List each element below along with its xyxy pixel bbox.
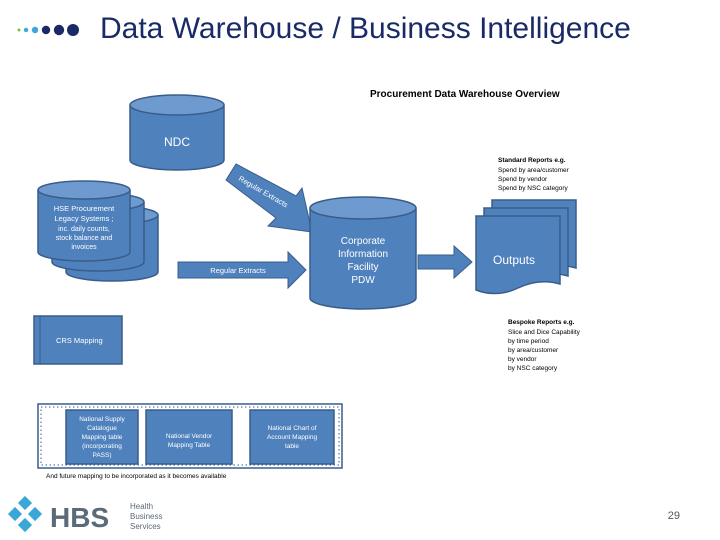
coa-line: table (285, 443, 299, 450)
mapping-table-vendor: National Vendor Mapping Table (145, 409, 233, 465)
coa-line: National Chart of (268, 425, 317, 432)
output-arrow (417, 244, 473, 280)
crs-mapping-label: CRS Mapping (56, 336, 103, 345)
hbs-logo: HBS Health Business Services (7, 496, 162, 533)
coa-line: Account Mapping (267, 434, 318, 441)
nsc-line: Mapping table (82, 434, 123, 441)
outputs-label: Outputs (493, 253, 535, 267)
logo-sub-business: Business (130, 512, 162, 521)
standard-reports-text: Standard Reports e.g. Spend by area/cust… (498, 157, 570, 192)
bespoke-reports-item: Slice and Dice Capability (508, 329, 581, 336)
cif-line-1: Information (338, 249, 388, 260)
horizontal-extract-arrow: Regular Extracts (177, 250, 307, 290)
bespoke-reports-heading: Bespoke Reports e.g. (508, 319, 575, 326)
legacy-line-4: invoices (71, 244, 97, 251)
legacy-line-3: stock balance and (56, 235, 113, 242)
legacy-line-1: Legacy Systems ; (54, 214, 113, 223)
nsc-line: National Supply (79, 416, 125, 423)
crs-mapping-box: CRS Mapping (33, 315, 123, 365)
nsc-line: (incorporating (82, 443, 122, 450)
legacy-systems-cylinders: HSE Procurement Legacy Systems ; inc. da… (37, 180, 159, 282)
logo-sub-services: Services (130, 522, 161, 531)
cif-cylinder: Corporate Information Facility PDW (309, 196, 417, 310)
cif-line-3: PDW (351, 275, 375, 286)
decorative-dots-icon (17, 24, 79, 36)
ndc-cylinder: NDC (129, 94, 225, 171)
diagonal-extract-arrow: Regular Extracts (225, 163, 313, 233)
legacy-line-0: HSE Procurement (54, 204, 115, 213)
bespoke-reports-item: by vendor (508, 356, 537, 363)
diagram-heading: Procurement Data Warehouse Overview (370, 89, 560, 100)
logo-text: HBS (50, 502, 109, 533)
nsc-line: Catalogue (87, 425, 117, 432)
bespoke-reports-text: Bespoke Reports e.g. Slice and Dice Capa… (508, 319, 581, 372)
cif-line-0: Corporate (341, 236, 386, 247)
vendor-line: Mapping Table (168, 442, 211, 449)
nsc-line: PASS) (92, 452, 111, 459)
ndc-label: NDC (164, 135, 190, 149)
page-title: Data Warehouse / Business Intelligence (100, 12, 631, 45)
standard-reports-item: Spend by area/customer (498, 167, 570, 174)
standard-reports-heading: Standard Reports e.g. (498, 157, 566, 164)
outputs-documents: Outputs (475, 199, 577, 295)
standard-reports-item: Spend by vendor (498, 176, 548, 183)
bespoke-reports-item: by area/customer (508, 347, 559, 354)
mapping-table-coa: National Chart of Account Mapping table (249, 409, 335, 465)
vendor-line: National Vendor (166, 433, 213, 440)
horizontal-arrow-label: Regular Extracts (210, 266, 266, 275)
logo-sub-health: Health (130, 502, 153, 511)
legacy-line-2: inc. daily counts, (58, 226, 110, 233)
mapping-table-nsc: National Supply Catalogue Mapping table … (65, 409, 139, 465)
page-number: 29 (667, 510, 680, 522)
bespoke-reports-item: by NSC category (508, 365, 558, 372)
cif-line-2: Facility (347, 262, 378, 273)
mapping-tables-container (37, 403, 343, 469)
mapping-footnote: And future mapping to be incorporated as… (46, 473, 227, 480)
standard-reports-item: Spend by NSC category (498, 185, 568, 192)
bespoke-reports-item: by time period (508, 338, 549, 345)
